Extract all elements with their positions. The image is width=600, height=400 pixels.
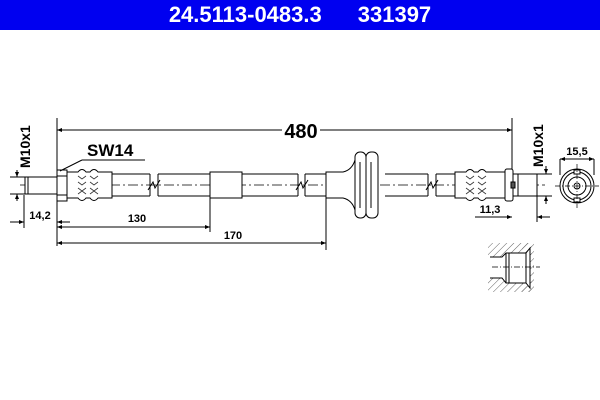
part-number: 24.5113-0483.3 bbox=[168, 2, 322, 27]
wrench-size-label: SW14 bbox=[87, 141, 134, 160]
to-grommet-label: 170 bbox=[224, 230, 242, 242]
right-thread-label: M10x1 bbox=[530, 124, 546, 167]
dimension-right-fitting bbox=[475, 196, 550, 222]
dimension-to-sleeve bbox=[56, 198, 211, 246]
left-thread-label: M10x1 bbox=[17, 125, 33, 168]
title-bar: 24.5113-0483.3 331397 bbox=[0, 0, 600, 30]
end-view bbox=[555, 157, 599, 208]
right-fitting-length-label: 11,3 bbox=[480, 204, 501, 216]
left-fitting-length-label: 14,2 bbox=[29, 210, 50, 222]
port-section-detail bbox=[488, 243, 540, 292]
dimension-left-fitting bbox=[10, 195, 70, 228]
to-sleeve-label: 130 bbox=[128, 213, 146, 225]
total-length-label: 480 bbox=[284, 121, 317, 143]
dimension-right-thread bbox=[537, 166, 552, 204]
reference-number: 331397 bbox=[357, 2, 432, 27]
dimension-total-length: 480 bbox=[56, 118, 513, 190]
dimension-to-grommet bbox=[57, 198, 327, 250]
right-fitting bbox=[454, 168, 538, 202]
end-view-diameter-label: 15,5 bbox=[566, 146, 587, 158]
left-fitting bbox=[24, 159, 145, 202]
dimension-left-thread bbox=[10, 170, 25, 201]
